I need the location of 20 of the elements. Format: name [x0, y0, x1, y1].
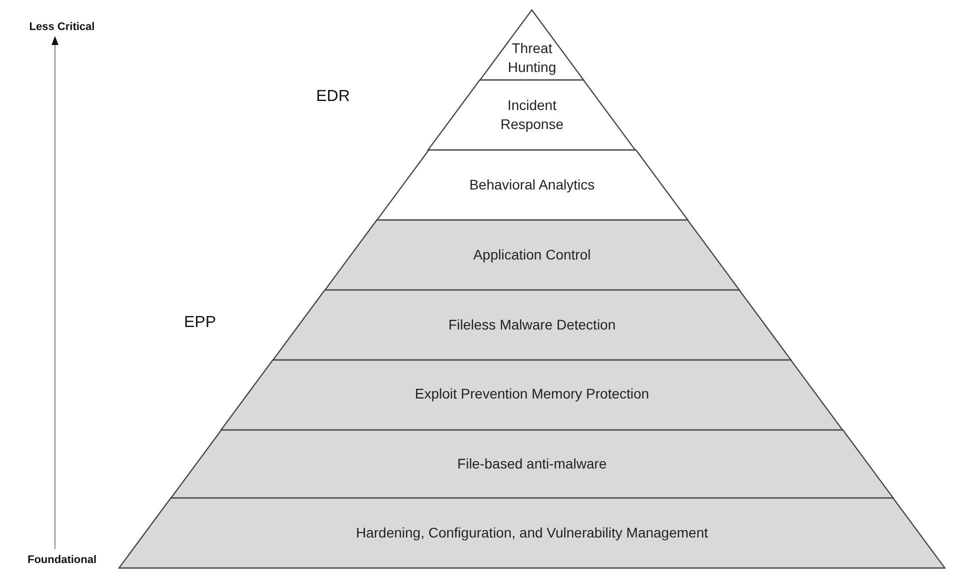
pyramid-top-tier [480, 10, 584, 80]
tier-label: Hardening, Configuration, and Vulnerability Management [354, 524, 709, 542]
tier-label: Threat Hunting [506, 39, 558, 77]
pyramid-tier [170, 430, 894, 498]
pyramid-tier [273, 290, 791, 360]
axis-label: Foundational [27, 554, 97, 566]
tier-label: Fileless Malware Detection [447, 316, 617, 334]
pyramid-base-tier [119, 498, 945, 568]
tier-label: Application Control [472, 246, 592, 264]
axis-label: Less Critical [29, 21, 95, 33]
tier-label: Behavioral Analytics [468, 176, 596, 194]
pyramid-tier [221, 360, 843, 430]
pyramid-tier [376, 150, 688, 220]
group-label: EPP [184, 314, 216, 332]
tier-label: File-based anti-malware [456, 454, 608, 474]
tier-label: Exploit Prevention Memory Protection [414, 384, 650, 404]
group-label: EDR [316, 88, 350, 106]
pyramid-tier [428, 80, 636, 150]
pyramid-tier [324, 220, 740, 290]
tier-label: Incident Response [499, 96, 564, 134]
